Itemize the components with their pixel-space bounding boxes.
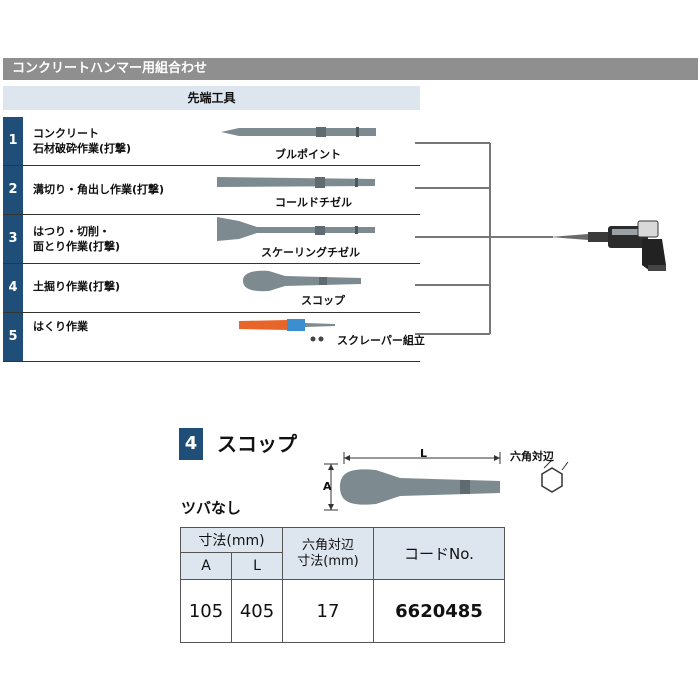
scraper-image [239,319,335,342]
task-line: コンクリート [33,127,99,140]
col-a: A [180,552,232,580]
row-number: 1 [3,117,23,165]
tip-row-2: 2 溝切り・角出し作業(打撃) コールドチゼル [3,166,420,215]
tool-name: ブルポイント [275,148,341,161]
section-title-bar: コンクリートハンマー用組合わせ [3,58,698,80]
concrete-hammer-image [550,220,666,271]
col-code: コードNo. [373,527,505,580]
dim-l-label: L [420,447,428,460]
tip-row-1: 1 コンクリート 石材破砕作業(打撃) ブルポイント [3,117,420,166]
tool-name: スケーリングチゼル [261,246,360,259]
tool-name: スコップ [301,294,345,307]
tool-name: コールドチゼル [275,196,352,209]
detail-number: 4 [179,428,203,460]
col-hex: 六角対辺 寸法(mm) [282,527,374,580]
task-label: コンクリート 石材破砕作業(打撃) [33,126,131,156]
task-line: 面とり作業(打撃) [33,240,121,253]
spec-table: 寸法(mm) 六角対辺 寸法(mm) コードNo. A L 105 405 17… [180,527,505,643]
dim-a-label: A [323,480,332,493]
tip-row-3: 3 はつり・切削・ 面とり作業(打撃) スケーリングチゼル [3,215,420,264]
hex-label: 六角対辺 [510,450,554,463]
col-hex-line: 寸法(mm) [297,553,359,569]
task-line: 溝切り・角出し作業(打撃) [33,183,165,196]
task-label: はつり・切削・ 面とり作業(打撃) [33,224,120,254]
tip-row-5: 5 はくり作業 スクレーパー組立 [3,313,425,362]
detail-title: スコップ [217,432,297,456]
task-line: 土掘り作業(打撃) [33,280,121,293]
row-number: 5 [3,313,23,361]
task-label: 土掘り作業(打撃) [33,279,120,294]
value-code: 6620485 [373,579,505,643]
row-number: 3 [3,215,23,263]
col-l: L [231,552,283,580]
tool-name: スクレーパー組立 [337,334,425,347]
task-line: 石材破砕作業(打撃) [33,142,132,155]
scoop-image [243,270,361,292]
row-number: 2 [3,166,23,214]
col-dimension: 寸法(mm) [180,527,283,553]
task-label: 溝切り・角出し作業(打撃) [33,182,164,197]
task-line: はつり・切削・ [33,225,110,238]
value-a: 105 [180,579,232,643]
tip-row-4: 4 土掘り作業(打撃) スコップ [3,264,420,313]
tip-table-header: 先端工具 [3,86,420,110]
task-label: はくり作業 [33,319,88,334]
section-title: コンクリートハンマー用組合わせ [12,61,208,76]
task-line: はくり作業 [33,320,88,333]
cold-chisel-image [217,177,375,188]
row-number: 4 [3,264,23,312]
scaling-chisel-image [217,217,375,241]
connector-lines [415,142,553,335]
col-hex-line: 六角対辺 [301,537,354,553]
bull-point-image [221,127,376,137]
value-hex: 17 [282,579,374,643]
scoop-dimension-drawing [324,452,569,511]
value-l: 405 [231,579,283,643]
no-flange-note: ツバなし [181,499,242,517]
